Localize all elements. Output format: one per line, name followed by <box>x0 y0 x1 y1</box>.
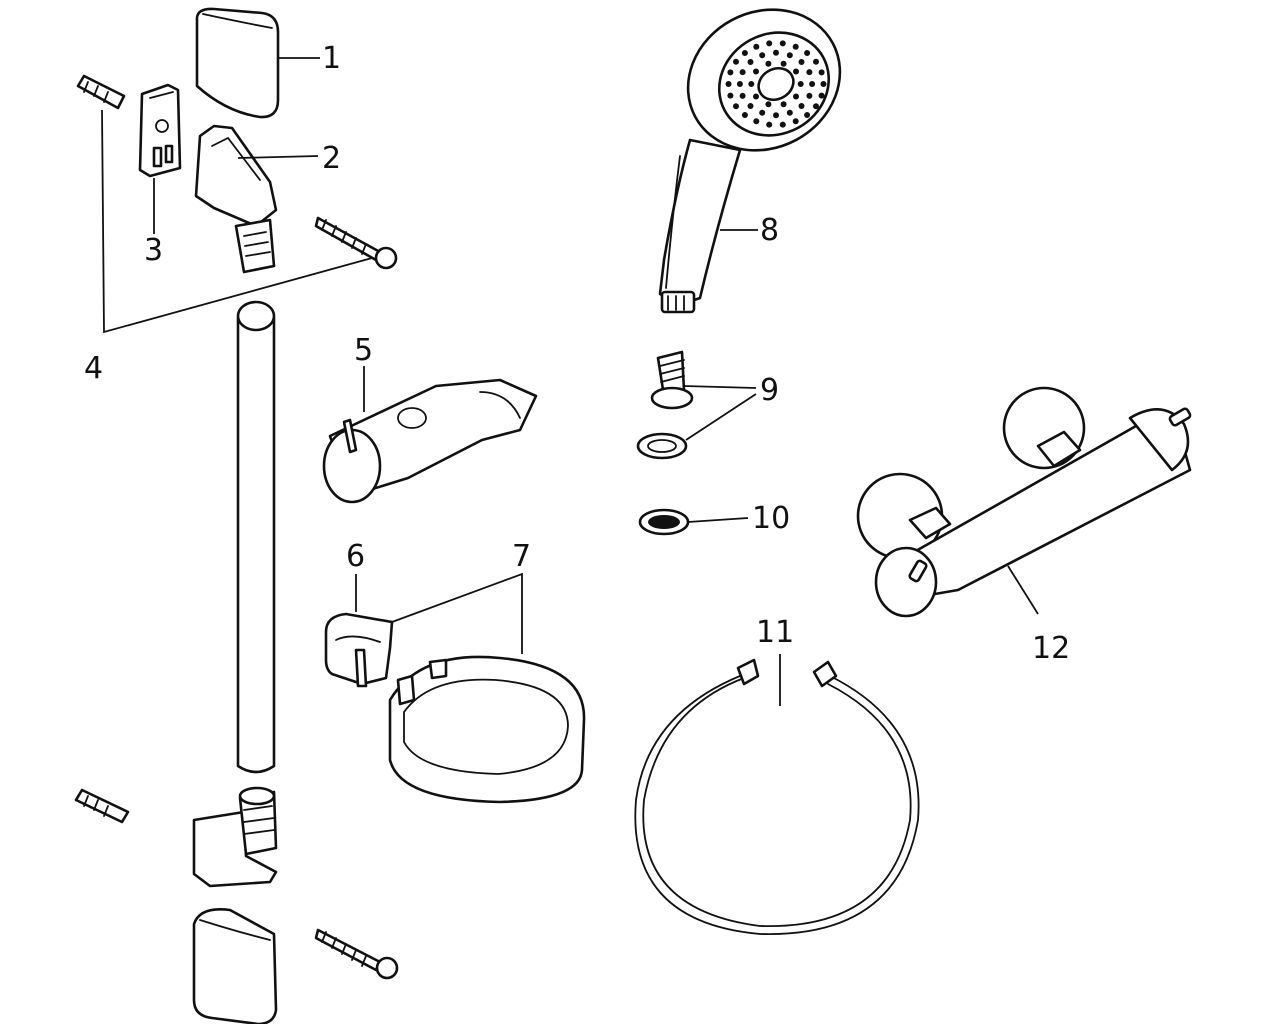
part-4-screw-bottom <box>314 928 399 980</box>
spray-nozzle <box>773 112 779 119</box>
callout-6: 6 <box>346 539 365 574</box>
callout-2: 2 <box>322 141 341 176</box>
part-5-slider <box>322 378 538 504</box>
spray-nozzle <box>741 112 748 118</box>
spray-nozzle <box>792 43 799 50</box>
spray-nozzle <box>792 118 799 125</box>
spray-nozzle <box>818 92 825 99</box>
part-9-connector <box>636 350 694 460</box>
spray-nozzle <box>759 52 766 59</box>
callout-9: 9 <box>760 373 779 408</box>
part-7-ring-holder <box>388 655 586 804</box>
part-12-thermostat <box>856 386 1192 618</box>
spray-nozzle <box>753 118 760 125</box>
spray-nozzle <box>779 40 786 47</box>
callout-labels: 1 2 3 4 5 6 7 8 9 10 11 12 <box>84 41 1070 666</box>
spray-nozzle <box>739 69 746 76</box>
spray-nozzle <box>798 59 805 65</box>
callout-11: 11 <box>756 615 794 650</box>
spray-nozzle <box>739 92 746 99</box>
spray-nozzle <box>793 68 799 75</box>
part-3-wall-bracket <box>138 83 182 178</box>
spray-nozzle <box>759 109 766 116</box>
part-4-screw-top <box>314 216 398 270</box>
spray-nozzle <box>733 103 739 110</box>
shower-rail <box>236 300 276 774</box>
spray-nozzle <box>806 69 813 76</box>
part-8-hand-shower <box>658 8 842 314</box>
spray-nozzle <box>753 93 759 100</box>
spray-nozzle <box>766 40 773 47</box>
part-4-wall-plug-top <box>76 74 126 110</box>
callout-8: 8 <box>760 213 779 248</box>
callout-10: 10 <box>752 501 790 536</box>
spray-nozzle <box>741 50 748 56</box>
spray-nozzle <box>765 60 772 67</box>
part-10-filter <box>638 508 690 536</box>
part-2-upper-rail-holder <box>194 124 278 274</box>
callout-1: 1 <box>322 41 341 76</box>
spray-nozzle <box>798 103 805 109</box>
spray-nozzle <box>820 81 827 87</box>
callout-5: 5 <box>354 333 373 368</box>
part-11-hose <box>634 658 920 935</box>
spray-nozzle <box>806 92 813 99</box>
leader-lines <box>101 57 1039 706</box>
spray-nozzle <box>813 58 819 65</box>
spray-nozzle <box>773 49 779 56</box>
spray-nozzle <box>727 69 734 76</box>
spray-nozzle <box>779 121 786 128</box>
spray-nozzle <box>804 50 811 56</box>
spray-nozzle <box>747 103 754 109</box>
spray-nozzle <box>797 81 804 87</box>
spray-nozzle <box>813 103 819 110</box>
spray-nozzle <box>786 109 793 116</box>
spray-nozzle <box>809 81 816 87</box>
spray-nozzle <box>786 52 793 59</box>
spray-nozzle <box>765 101 772 108</box>
lower-rail-holder <box>192 786 278 888</box>
part-4-wall-plug-bottom <box>74 788 130 824</box>
spray-nozzle <box>727 92 734 99</box>
spray-nozzle <box>753 68 759 75</box>
part-6-clip <box>324 612 394 688</box>
spray-nozzle <box>725 81 732 87</box>
spray-nozzle <box>747 59 754 65</box>
callout-4: 4 <box>84 351 103 386</box>
spray-nozzle <box>766 121 773 128</box>
callout-12: 12 <box>1032 631 1070 666</box>
spray-nozzle <box>793 93 799 100</box>
spray-nozzle <box>733 58 739 65</box>
spray-nozzle <box>804 112 811 118</box>
part-1-end-cap <box>195 7 280 119</box>
spray-nozzle <box>780 60 787 67</box>
spray-nozzle <box>736 81 743 87</box>
callout-7: 7 <box>512 539 531 574</box>
spray-nozzle <box>748 81 755 87</box>
spray-nozzle <box>753 43 760 50</box>
spray-nozzle <box>818 69 825 76</box>
spray-nozzle <box>780 101 787 108</box>
bottom-end-cap <box>192 908 278 1024</box>
callout-3: 3 <box>144 233 163 268</box>
